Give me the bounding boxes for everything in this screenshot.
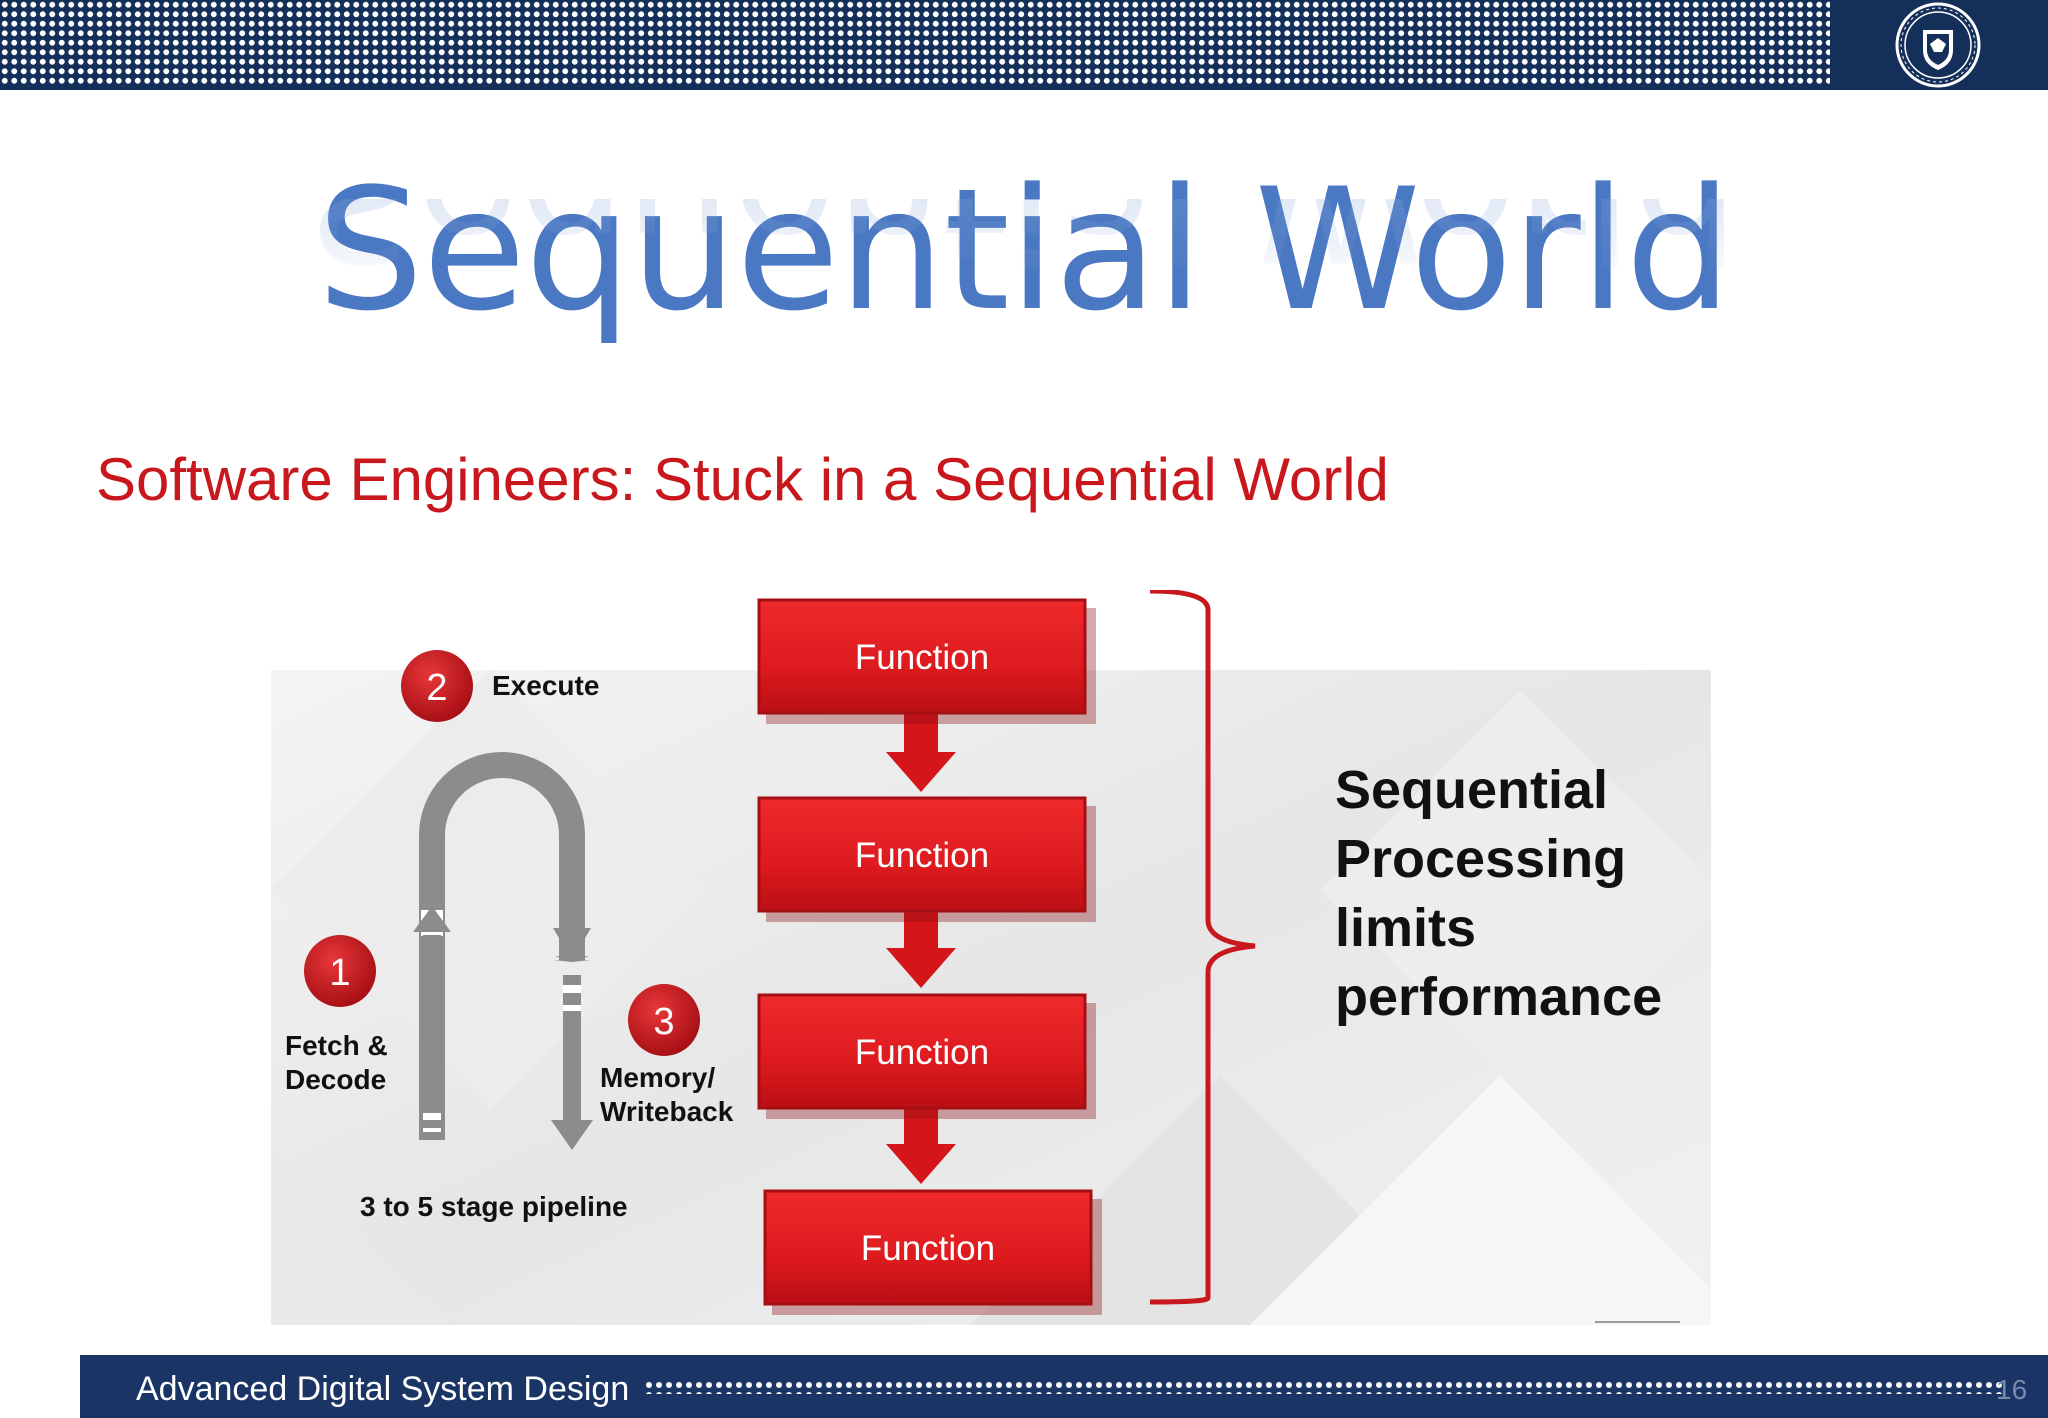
step-3-number: 3	[653, 1001, 674, 1043]
page-number: 16	[1996, 1374, 2028, 1405]
pipeline-down-arrow	[551, 928, 593, 1150]
step-1-number: 1	[329, 952, 350, 994]
step-2-label: Execute	[492, 670, 599, 701]
sequential-processing-diagram: 2 Execute 1 Fetch & Decode 3 Memory/ Wri…	[271, 590, 1711, 1325]
bracket-label-line-4: performance	[1335, 967, 1662, 1027]
slide-title: Sequential World	[317, 152, 1732, 348]
step-3-label-line2: Writeback	[600, 1096, 734, 1127]
pipeline-caption: 3 to 5 stage pipeline	[360, 1191, 628, 1222]
step-2-number: 2	[426, 667, 447, 709]
function-label-2: Function	[855, 836, 989, 875]
pipeline-up-arrow	[413, 906, 451, 1135]
function-label-4: Function	[861, 1229, 995, 1268]
bracket-label-line-1: Sequential	[1335, 760, 1608, 820]
function-arrow-3	[886, 1108, 956, 1184]
step-1-badge	[304, 935, 376, 1007]
bracket-label-line-3: limits	[1335, 898, 1476, 958]
function-box-2: Function	[757, 796, 1096, 922]
function-box-1: Function	[757, 598, 1096, 724]
slide-title-reflection: Sequential World	[309, 199, 1739, 297]
function-arrow-2	[886, 912, 956, 988]
function-label-1: Function	[855, 638, 989, 677]
header-bar	[0, 0, 2048, 90]
function-box-3: Function	[757, 993, 1096, 1119]
function-box-4: Function	[763, 1189, 1102, 1315]
slide-subtitle: Software Engineers: Stuck in a Sequentia…	[96, 446, 1389, 513]
footer-dot-pattern	[644, 1380, 2004, 1394]
step-3-badge	[628, 984, 700, 1056]
step-2-badge	[401, 650, 473, 722]
function-label-3: Function	[855, 1033, 989, 1072]
university-seal-icon	[1895, 2, 1981, 88]
curly-brace	[1149, 590, 1256, 1305]
step-1-fetch-decode: 1 Fetch & Decode	[285, 935, 388, 1095]
step-3-label-line1: Memory/	[600, 1062, 715, 1093]
step-1-label-line2: Decode	[285, 1064, 386, 1095]
bracket-label: Sequential Processing limits performance	[1335, 760, 1662, 1027]
bracket-label-line-2: Processing	[1335, 829, 1626, 889]
function-arrow-1	[886, 714, 956, 792]
step-3-memory-writeback: 3 Memory/ Writeback	[600, 984, 734, 1127]
step-1-label-line1: Fetch &	[285, 1030, 388, 1061]
header-dot-pattern	[0, 0, 1830, 84]
footer-course-title: Advanced Digital System Design	[136, 1370, 630, 1408]
step-2-execute: 2 Execute	[401, 650, 599, 722]
